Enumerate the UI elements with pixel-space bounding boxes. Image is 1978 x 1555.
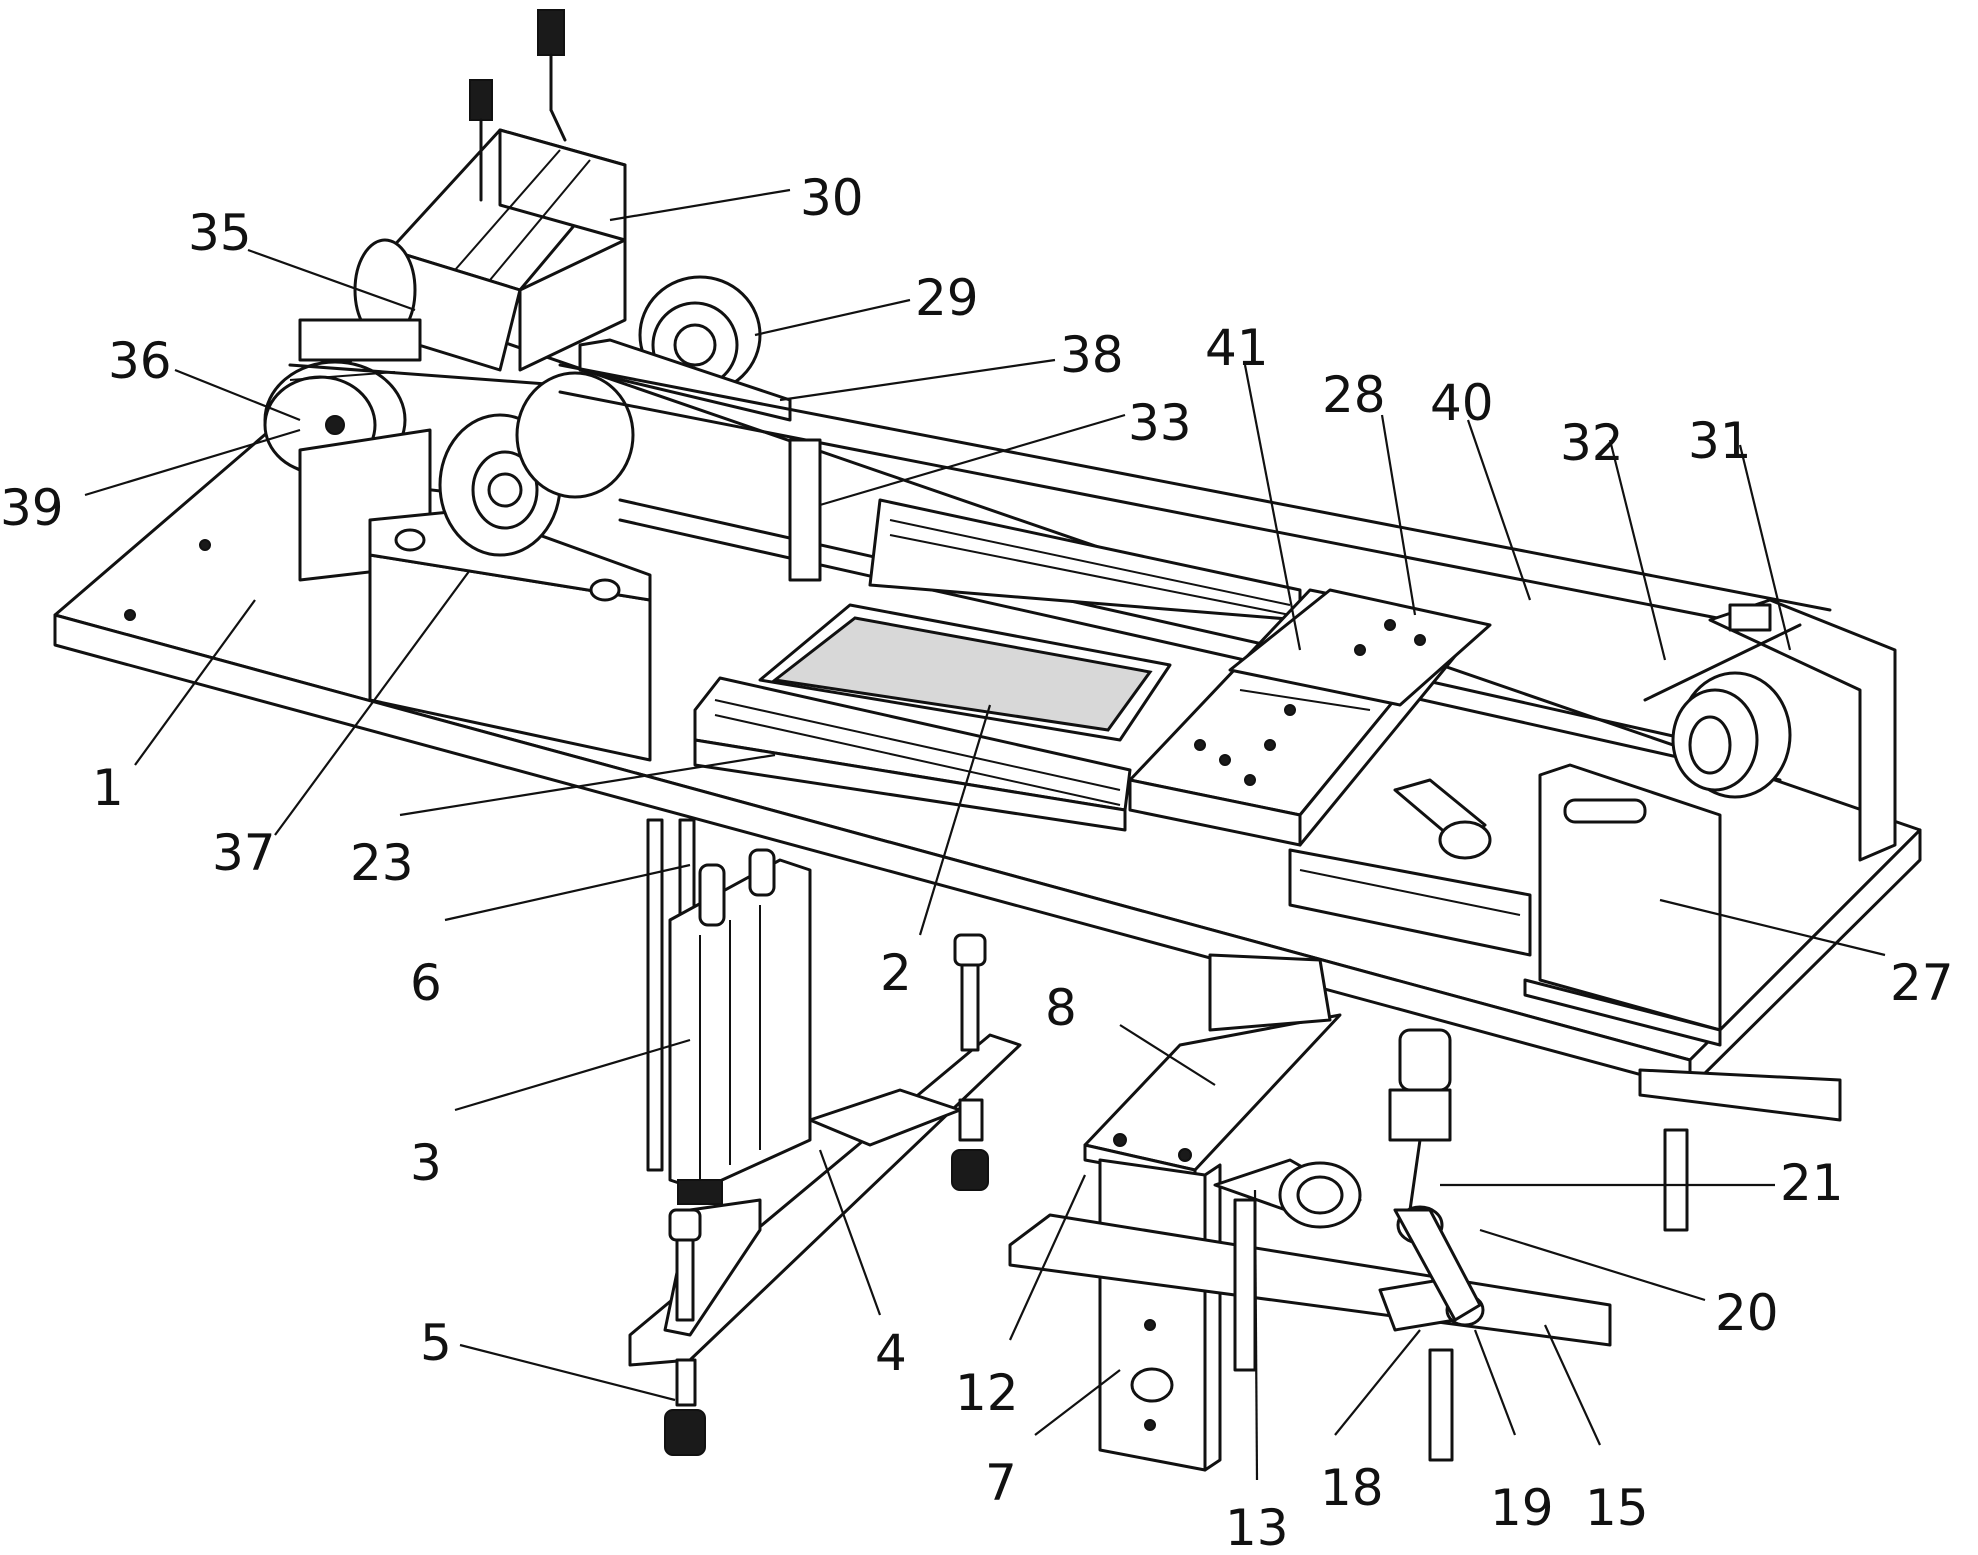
- callout-13: 13: [1225, 1499, 1289, 1555]
- callout-40: 40: [1430, 374, 1494, 432]
- callout-27: 27: [1890, 954, 1954, 1012]
- callout-29: 29: [915, 269, 979, 327]
- callout-19: 19: [1490, 1479, 1554, 1537]
- rear-bar: [1638, 1068, 1842, 1232]
- leader-lines: [84, 188, 1886, 1481]
- callout-28: 28: [1322, 366, 1386, 424]
- callout-33: 33: [1128, 394, 1192, 452]
- long-belt-rails: [558, 363, 1832, 782]
- front-linear-rail: [693, 676, 1532, 957]
- callout-30: 30: [800, 169, 864, 227]
- gripper-joint: [1278, 1028, 1485, 1327]
- callout-labels: 30 35 29 36 38 41 28 40 32 31 33 39 1 37…: [0, 169, 1954, 1555]
- air-cylinder: [668, 848, 812, 1205]
- callout-39: 39: [0, 479, 64, 537]
- callout-1: 1: [92, 759, 124, 817]
- callout-21: 21: [1780, 1154, 1844, 1212]
- driven-pulley: [1643, 623, 1802, 799]
- callout-12: 12: [955, 1364, 1019, 1422]
- gripper-bracket: [1083, 953, 1342, 1182]
- callout-18: 18: [1320, 1459, 1384, 1517]
- callout-20: 20: [1715, 1284, 1779, 1342]
- callout-2: 2: [880, 944, 912, 1002]
- bearing-seat-front: [368, 371, 652, 762]
- callout-5: 5: [420, 1314, 452, 1372]
- callout-3: 3: [410, 1134, 442, 1192]
- frame-opening: [758, 603, 1172, 742]
- right-bracket: [1708, 598, 1897, 862]
- callout-37: 37: [212, 824, 276, 882]
- callout-6: 6: [410, 954, 442, 1012]
- under-link: [1393, 778, 1492, 860]
- callout-8: 8: [1045, 979, 1077, 1037]
- callout-15: 15: [1585, 1479, 1649, 1537]
- callout-23: 23: [350, 834, 414, 892]
- suction-cup-right: [951, 933, 989, 1191]
- callout-31: 31: [1688, 412, 1752, 470]
- callout-36: 36: [108, 332, 172, 390]
- callout-7: 7: [985, 1454, 1017, 1512]
- callout-35: 35: [188, 204, 252, 262]
- callout-38: 38: [1060, 326, 1124, 384]
- vertical-plate: [1098, 1158, 1222, 1472]
- reducer: [298, 238, 522, 372]
- suction-cup-left: [664, 1208, 706, 1456]
- callout-32: 32: [1560, 414, 1624, 472]
- callout-41: 41: [1205, 319, 1269, 377]
- tensioner-plate: [1523, 763, 1722, 1047]
- callout-4: 4: [875, 1324, 907, 1382]
